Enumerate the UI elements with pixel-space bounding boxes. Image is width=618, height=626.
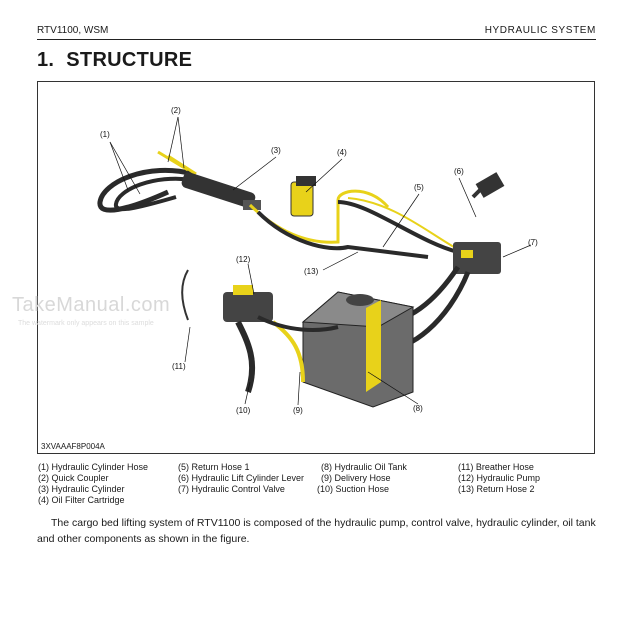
return-hose-tube <box>248 189 390 244</box>
callout-6: (6) <box>454 167 464 176</box>
callout-7: (7) <box>528 238 538 247</box>
legend-item: (6) Hydraulic Lift Cylinder Lever <box>178 473 305 483</box>
hydraulic-system-illustration: (1) (2) (3) (4) (5) (6) (7) (8) (9) (10)… <box>97 106 538 415</box>
legend-item: (13) Return Hose 2 <box>458 484 535 494</box>
legend-item: (5) Return Hose 1 <box>178 462 250 472</box>
callout-3: (3) <box>271 146 281 155</box>
oil-filter-cartridge-shape <box>290 181 314 217</box>
legend-item: (12) Hydraulic Pump <box>458 473 541 483</box>
section-title-text: STRUCTURE <box>66 49 193 71</box>
legend-item: (7) Hydraulic Control Valve <box>178 484 285 494</box>
manual-name: RTV1100, WSM <box>37 25 109 36</box>
hydraulic-pump-shape <box>223 292 273 322</box>
callout-12: (12) <box>236 255 251 264</box>
callout-4: (4) <box>337 148 347 157</box>
callout-10: (10) <box>236 406 251 415</box>
callout-2: (2) <box>171 106 181 115</box>
legend-item: (10) Suction Hose <box>317 484 390 494</box>
legend-item: (2) Quick Coupler <box>38 473 109 483</box>
legend-item: (3) Hydraulic Cylinder <box>38 484 125 494</box>
legend-item: (8) Hydraulic Oil Tank <box>321 462 407 472</box>
section-number: 1. <box>37 49 55 71</box>
legend-item: (9) Delivery Hose <box>321 473 391 483</box>
suction-hose <box>235 320 256 393</box>
legend-item: (11) Breather Hose <box>458 462 534 472</box>
legend-item: (1) Hydraulic Cylinder Hose <box>38 462 149 472</box>
description-paragraph: The cargo bed lifting system of RTV1100 … <box>37 517 596 545</box>
callout-11: (11) <box>172 362 186 371</box>
chapter-name: HYDRAULIC SYSTEM <box>484 25 596 36</box>
section-title: 1. STRUCTURE <box>37 49 192 72</box>
watermark: TakeManual.com <box>12 294 171 316</box>
figure-code: 3XVAAAF8P004A <box>41 442 105 451</box>
legend-item: (4) Oil Filter Cartridge <box>38 495 125 505</box>
hydraulic-cylinder-hose <box>97 167 194 213</box>
hydraulic-structure-figure: (1) (2) (3) (4) (5) (6) (7) (8) (9) (10)… <box>37 81 595 454</box>
lift-lever-shape <box>475 172 505 198</box>
callout-13: (13) <box>304 267 319 276</box>
breather-hose <box>181 269 189 321</box>
control-valve-shape <box>453 242 501 274</box>
callout-9: (9) <box>293 406 303 415</box>
callout-1: (1) <box>100 130 110 139</box>
watermark-note: The watermark only appears on this sampl… <box>18 320 154 327</box>
callout-5: (5) <box>414 183 424 192</box>
page-header: RTV1100, WSM HYDRAULIC SYSTEM <box>37 23 596 40</box>
hydraulic-cylinder-shape <box>181 172 256 209</box>
callout-8: (8) <box>413 404 423 413</box>
